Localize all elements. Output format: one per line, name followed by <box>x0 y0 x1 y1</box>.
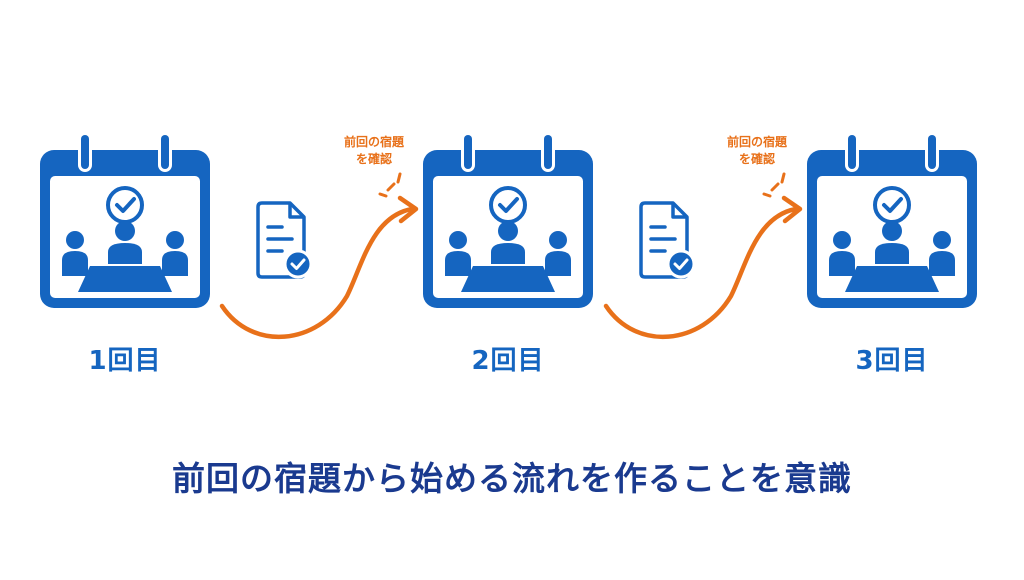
note-line-2: を確認 <box>355 152 392 166</box>
homework-check-note-1: 前回の宿題 を確認 <box>314 134 434 168</box>
note-line-1: 前回の宿題 <box>343 135 404 149</box>
curved-arrow-icon <box>222 174 416 337</box>
calendar-icon <box>38 130 212 310</box>
main-caption: 前回の宿題から始める流れを作ることを意識 <box>172 459 852 498</box>
calendar-icon <box>421 130 595 310</box>
session-label-1: 1回目 <box>88 346 162 376</box>
note-line-2: を確認 <box>738 152 775 166</box>
session-label-2: 2回目 <box>471 346 545 376</box>
document-check-icon <box>256 201 313 279</box>
calendar-icon <box>805 130 979 310</box>
homework-check-note-2: 前回の宿題 を確認 <box>697 134 817 168</box>
session-label-3: 3回目 <box>855 346 929 376</box>
note-line-1: 前回の宿題 <box>726 135 787 149</box>
curved-arrow-icon <box>606 174 800 337</box>
document-check-icon <box>639 201 696 279</box>
